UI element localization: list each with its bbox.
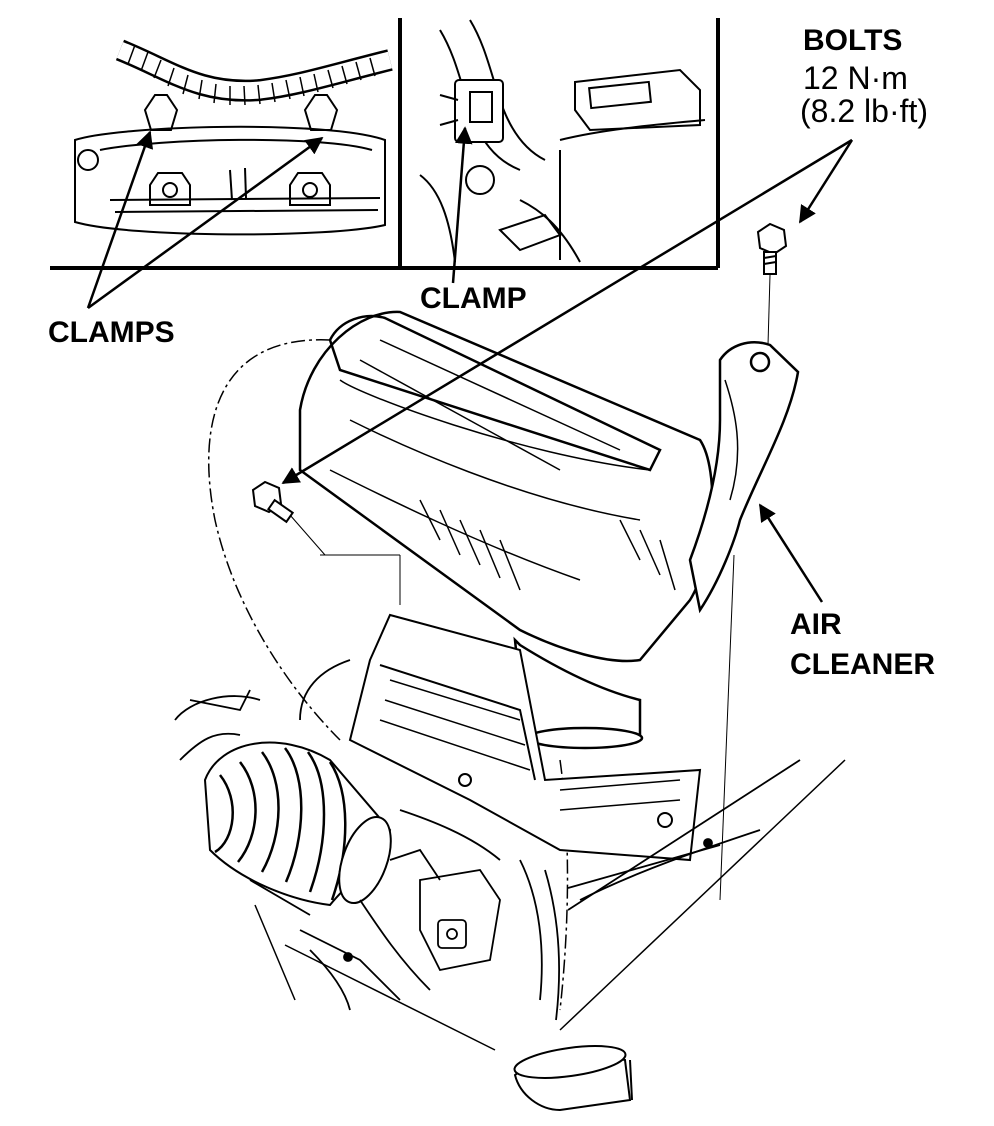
leader-arrows — [86, 126, 854, 603]
clamps-label: CLAMPS — [48, 316, 175, 349]
bolts-arrow-left — [281, 138, 853, 485]
bolts-torque-nm: 12 N·m — [803, 60, 908, 96]
body-outline — [254, 759, 846, 1051]
bolts-label: BOLTS — [803, 24, 903, 57]
bolts-torque-lbft: (8.2 lb·ft) — [800, 93, 929, 129]
air-cleaner-housing — [298, 310, 800, 750]
clamps-arrow-2 — [87, 136, 324, 310]
duct-end — [513, 1045, 633, 1112]
clamps-arrow-1 — [86, 130, 154, 309]
clamp-label: CLAMP — [420, 282, 527, 315]
bolt-left — [251, 480, 295, 524]
air-cleaner-label-line2: CLEANER — [790, 648, 936, 681]
clamp-arrow — [451, 126, 473, 284]
bolts-arrow-top — [798, 139, 854, 224]
inset-frame — [50, 18, 720, 270]
resonator-box — [348, 613, 702, 862]
bolt-top — [756, 222, 788, 275]
air-cleaner-arrow — [758, 503, 824, 603]
engine-bay-detail — [174, 659, 801, 1021]
centerline-path — [208, 339, 341, 741]
inset-harness-detail — [74, 39, 393, 236]
air-cleaner-label-line1: AIR — [790, 608, 842, 641]
intake-hose — [203, 741, 392, 907]
